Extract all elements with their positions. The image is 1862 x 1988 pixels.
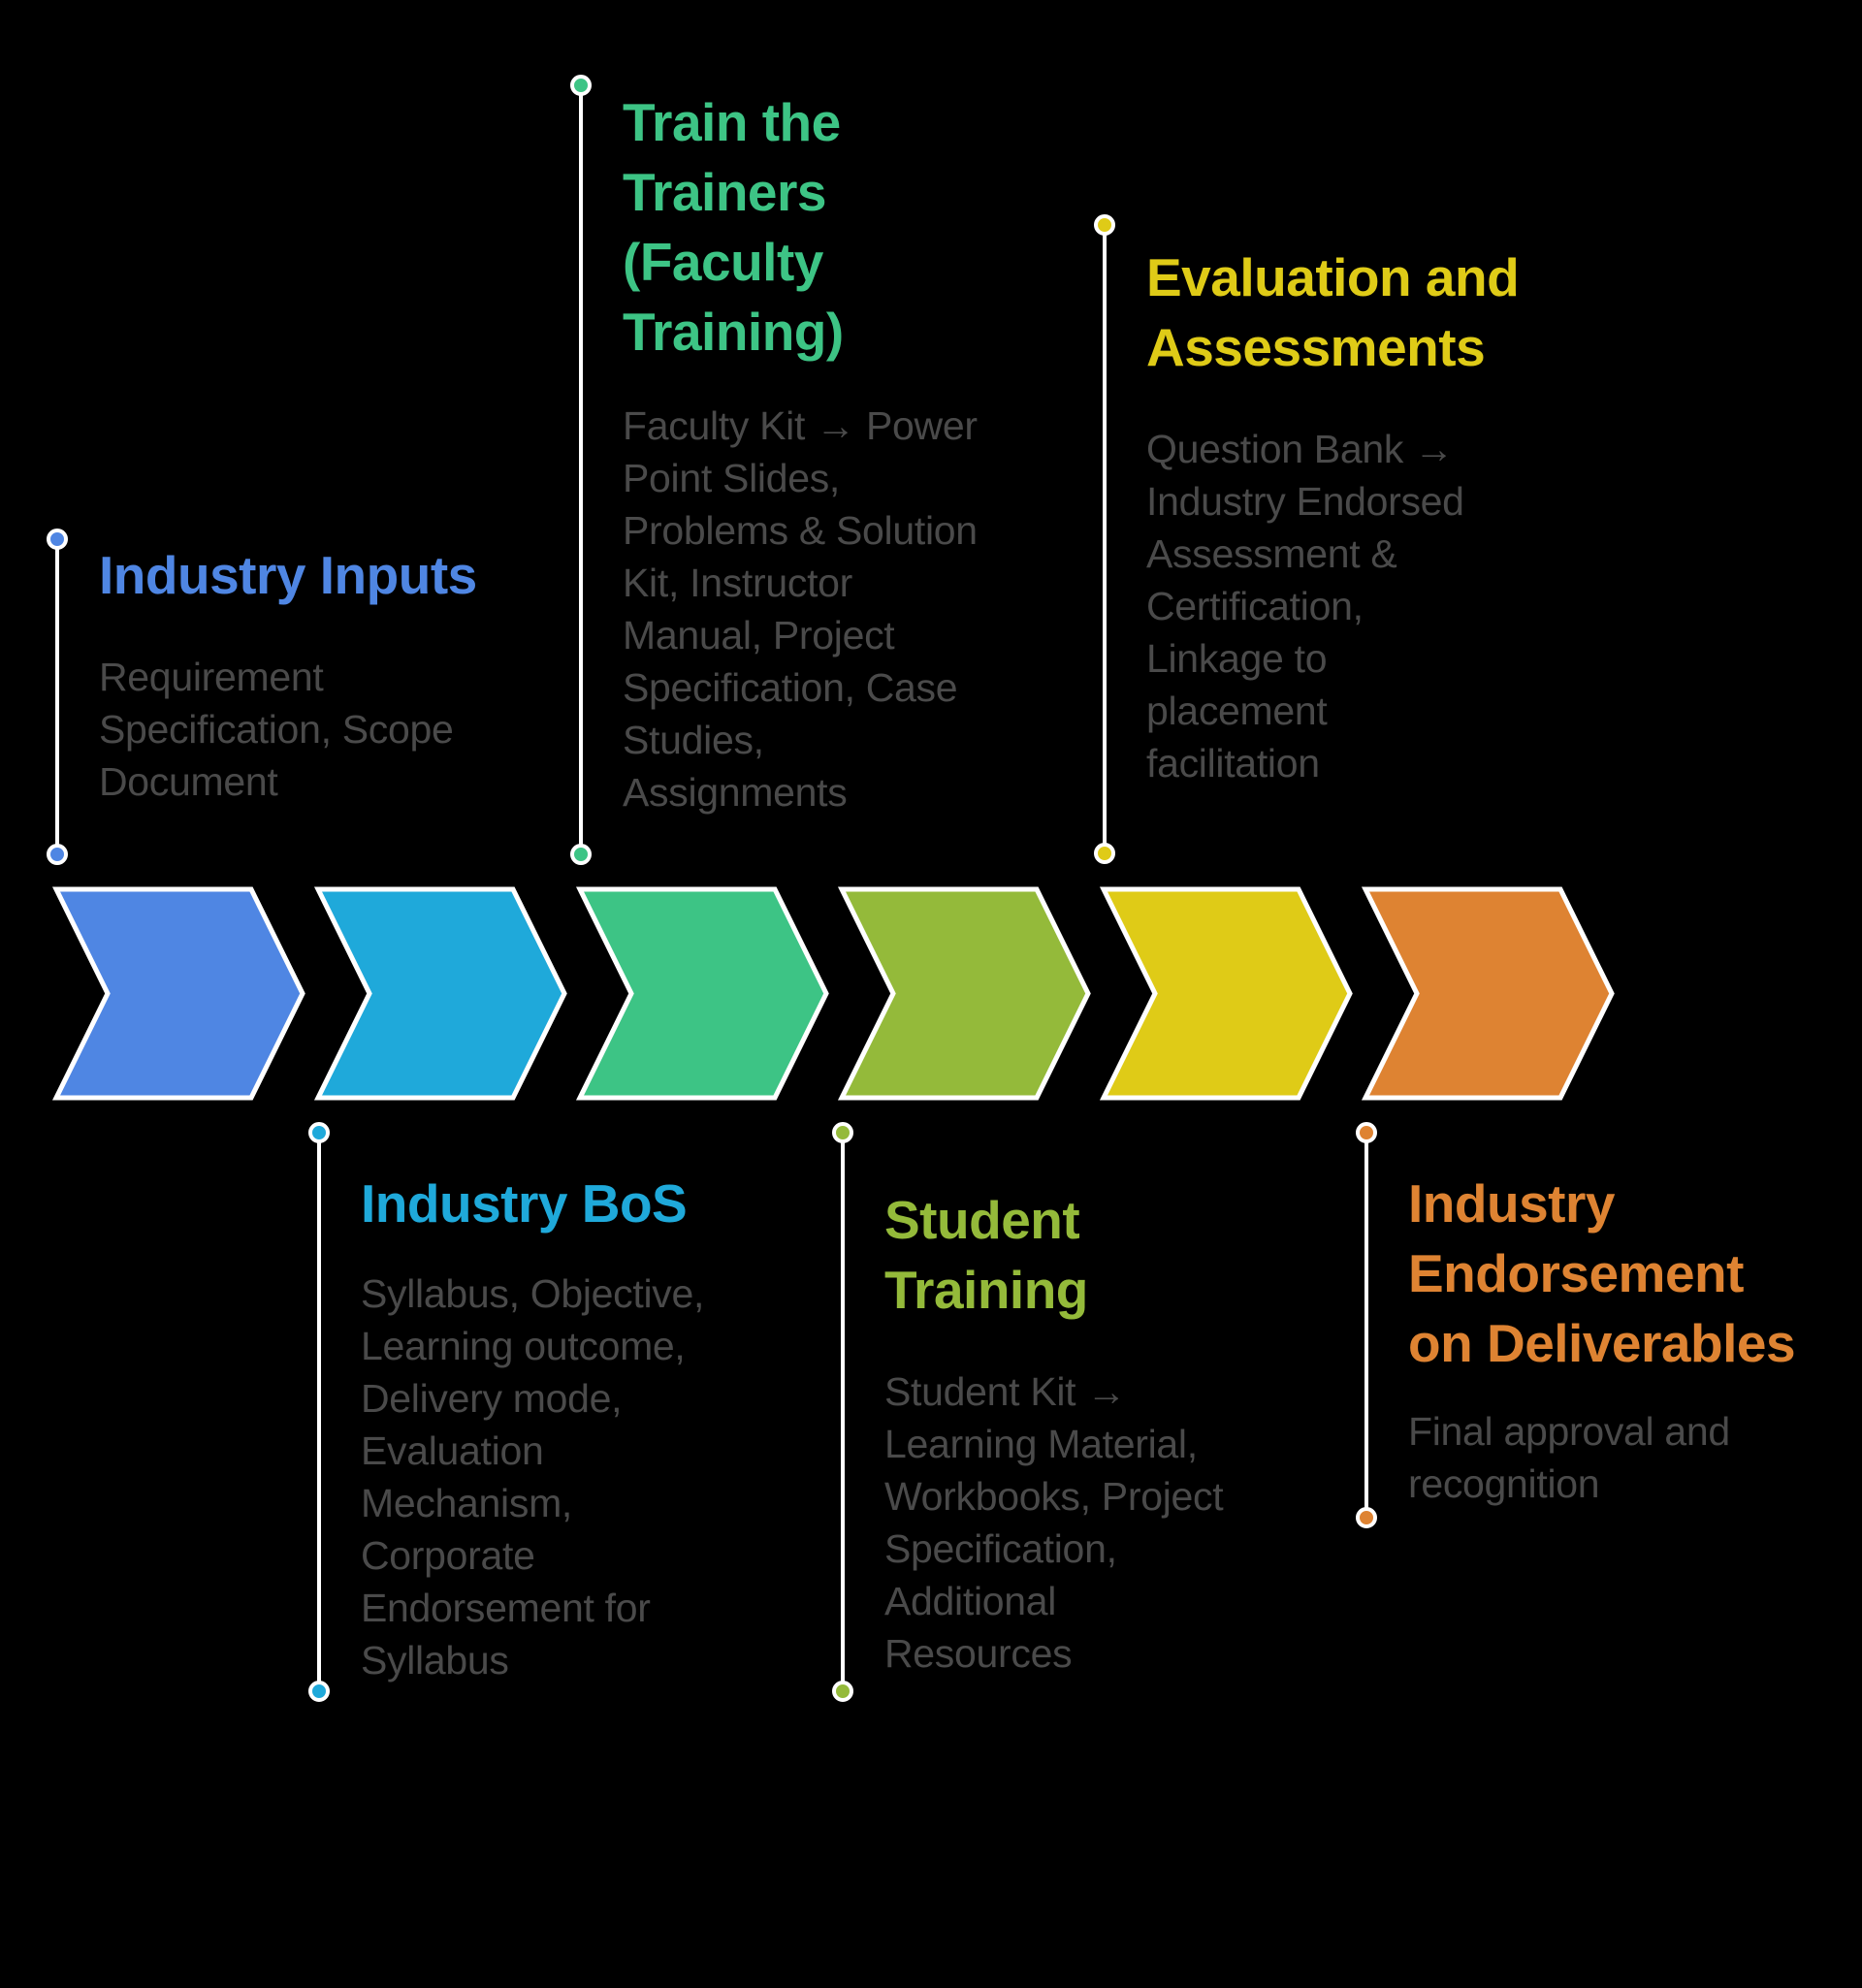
step-title: Evaluation and Assessments bbox=[1146, 242, 1573, 382]
step-title: Student Training bbox=[884, 1185, 1311, 1325]
step-description: Question Bank → Industry Endorsed Assess… bbox=[1146, 423, 1573, 789]
connector-line bbox=[579, 85, 583, 854]
step-title: Industry BoS bbox=[361, 1169, 787, 1238]
chevron-industry-endorsement bbox=[1365, 889, 1612, 1098]
step-title: Train the Trainers (Faculty Training) bbox=[623, 87, 1049, 367]
connector-line bbox=[317, 1133, 321, 1691]
connector-dot-bottom bbox=[47, 844, 68, 865]
chevron-train-the-trainers bbox=[580, 889, 826, 1098]
chevron-evaluation-and-assessments bbox=[1104, 889, 1350, 1098]
connector-dot-top bbox=[47, 529, 68, 550]
step-title: Industry Endorsement on Deliverables bbox=[1408, 1169, 1862, 1378]
chevron-student-training bbox=[842, 889, 1088, 1098]
connector-dot-top bbox=[308, 1122, 330, 1143]
connector-dot-bottom bbox=[1356, 1507, 1377, 1528]
step-description: Syllabus, Objective, Learning outcome, D… bbox=[361, 1267, 787, 1686]
connector-line bbox=[1103, 225, 1107, 853]
connector-dot-bottom bbox=[570, 844, 592, 865]
connector-dot-bottom bbox=[1094, 843, 1115, 864]
connector-line bbox=[841, 1133, 845, 1691]
step-description: Final approval and recognition bbox=[1408, 1405, 1862, 1510]
connector-dot-top bbox=[1356, 1122, 1377, 1143]
connector-dot-top bbox=[832, 1122, 853, 1143]
step-title: Industry Inputs bbox=[99, 540, 526, 610]
step-description: Student Kit → Learning Material, Workboo… bbox=[884, 1365, 1311, 1680]
connector-dot-top bbox=[1094, 214, 1115, 236]
connector-dot-bottom bbox=[832, 1681, 853, 1702]
connector-dot-top bbox=[570, 75, 592, 96]
connector-line bbox=[1364, 1133, 1368, 1518]
connector-dot-bottom bbox=[308, 1681, 330, 1702]
connector-line bbox=[55, 539, 59, 854]
chevron-industry-inputs bbox=[56, 889, 303, 1098]
step-description: Requirement Specification, Scope Documen… bbox=[99, 651, 526, 808]
step-description: Faculty Kit → Power Point Slides, Proble… bbox=[623, 400, 1049, 818]
chevron-industry-bos bbox=[318, 889, 564, 1098]
